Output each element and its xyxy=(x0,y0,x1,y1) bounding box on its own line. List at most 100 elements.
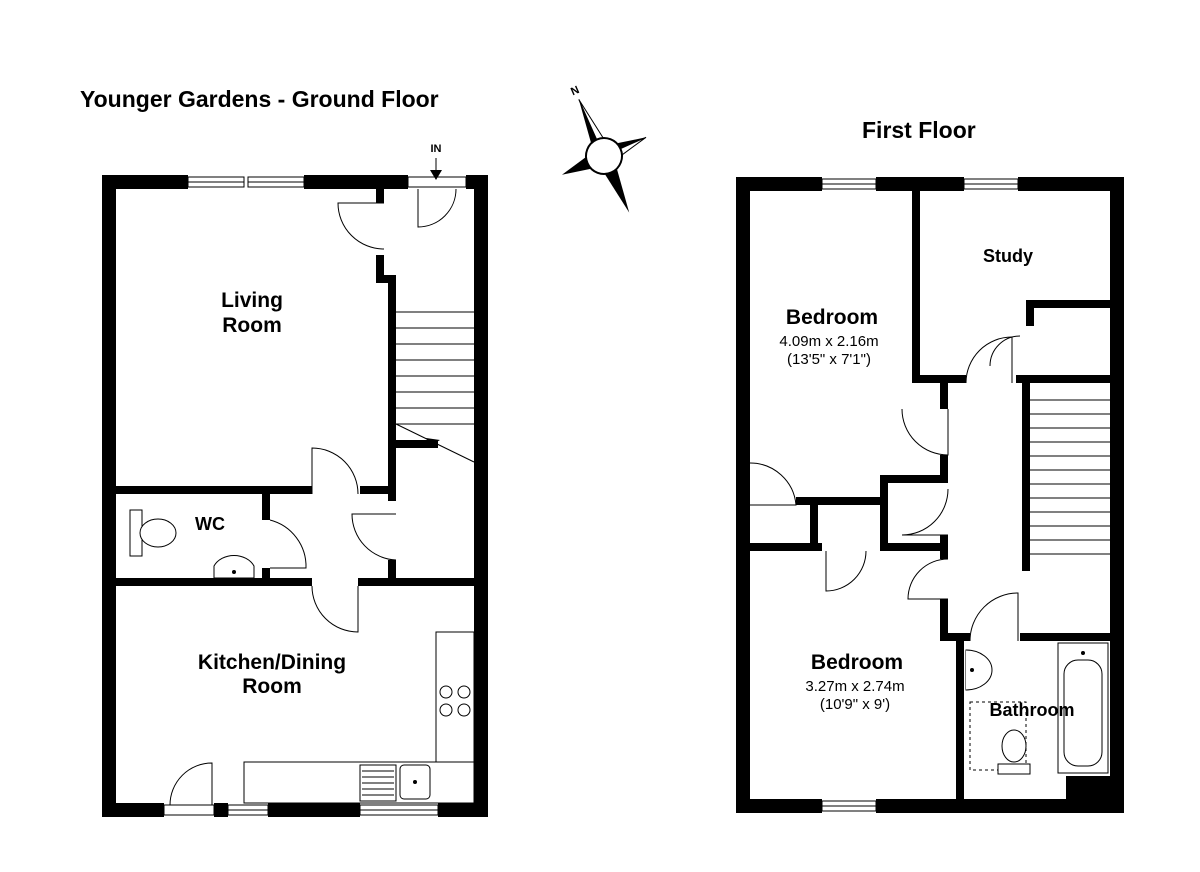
bedroom2-wardrobe-door-swing xyxy=(825,550,867,592)
wall xyxy=(940,599,948,639)
wc-door-swing xyxy=(269,519,307,569)
wall xyxy=(736,799,822,813)
first-floor-title: First Floor xyxy=(862,117,976,143)
entrance-label: IN xyxy=(431,143,442,155)
wall xyxy=(912,191,920,383)
staircase xyxy=(395,311,475,463)
living-room-label-line2: Room xyxy=(222,314,282,337)
wall xyxy=(360,486,396,494)
kitchen-door-swing xyxy=(311,585,359,633)
wall xyxy=(1026,300,1034,326)
wardrobe-door-swing xyxy=(749,462,797,506)
cupboard-door-swing xyxy=(989,335,1021,367)
toilet-icon xyxy=(139,518,177,548)
wall xyxy=(876,799,1066,813)
wall xyxy=(1020,633,1124,641)
front-door-swing xyxy=(417,188,457,228)
wall xyxy=(102,175,188,189)
ground-floor-title: Younger Gardens - Ground Floor xyxy=(80,86,439,112)
wall xyxy=(750,543,822,551)
wall xyxy=(880,475,948,483)
wall xyxy=(102,803,164,817)
entrance-arrow-icon xyxy=(430,170,442,180)
wall xyxy=(940,633,970,641)
compass-north-label: N xyxy=(569,84,581,98)
wall xyxy=(1026,300,1110,308)
kitchen-label-line2: Room xyxy=(242,675,302,698)
back-door-swing xyxy=(169,762,213,806)
wall xyxy=(262,494,270,520)
wall xyxy=(810,497,818,551)
wall xyxy=(940,455,948,483)
wall xyxy=(358,578,474,586)
wall xyxy=(474,175,488,817)
wall xyxy=(268,803,360,817)
wall xyxy=(736,177,750,813)
bedroom2-dim-metric: 3.27m x 2.74m xyxy=(805,678,904,695)
wall xyxy=(396,440,438,448)
wall xyxy=(880,475,888,551)
back-door-frame xyxy=(163,804,215,816)
bathroom-label: Bathroom xyxy=(990,700,1075,720)
wall xyxy=(876,177,964,191)
cupboard-door-swing xyxy=(351,513,397,561)
bathroom-door-swing xyxy=(969,592,1019,642)
wall xyxy=(438,803,488,817)
bedroom1-label: Bedroom xyxy=(786,306,878,329)
kitchen-counter xyxy=(243,761,475,804)
bedroom2-label: Bedroom xyxy=(811,651,903,674)
wall xyxy=(214,803,228,817)
cupboard-door-swing xyxy=(901,488,949,536)
hob-ring-icon xyxy=(457,685,471,699)
wall xyxy=(376,255,384,279)
wall xyxy=(1066,776,1124,813)
wall xyxy=(1016,375,1110,383)
bedroom2-door-swing xyxy=(907,558,949,600)
ground-floor-plan: Younger Gardens - Ground Floor IN xyxy=(80,86,488,817)
wall xyxy=(1110,177,1124,813)
wall xyxy=(376,189,384,203)
wall xyxy=(940,535,948,559)
wall xyxy=(912,375,966,383)
wall xyxy=(102,175,116,817)
study-label: Study xyxy=(983,246,1033,266)
wall xyxy=(736,177,822,191)
basin-outline xyxy=(965,649,993,691)
toilet-icon xyxy=(1001,729,1027,763)
living-door-swing xyxy=(311,447,359,495)
bedroom2-dim-imperial: (10'9" x 9') xyxy=(820,696,890,713)
study-door-swing xyxy=(965,336,1013,384)
bedroom1-dim-metric: 4.09m x 2.16m xyxy=(779,333,878,350)
kitchen-worktop xyxy=(435,631,475,763)
wc-label: WC xyxy=(195,514,225,534)
wall xyxy=(1022,383,1030,571)
hob-ring-icon xyxy=(439,703,453,717)
bedroom1-dim-imperial: (13'5" x 7'1") xyxy=(787,351,871,368)
wall xyxy=(304,175,408,189)
wall xyxy=(388,275,396,501)
bathtub-icon xyxy=(1063,659,1103,767)
hob-ring-icon xyxy=(439,685,453,699)
living-room-label-line1: Living xyxy=(221,289,283,312)
compass-icon: N xyxy=(561,84,647,213)
wall xyxy=(388,560,396,586)
staircase xyxy=(1030,399,1110,555)
bedroom1-door-swing xyxy=(901,408,949,456)
wall xyxy=(956,641,964,799)
wall xyxy=(880,543,948,551)
wall xyxy=(1018,177,1124,191)
front-door-frame xyxy=(407,176,467,188)
wc-basin-icon xyxy=(213,555,255,579)
wall xyxy=(116,578,312,586)
wall xyxy=(116,486,312,494)
hob-ring-icon xyxy=(457,703,471,717)
wall xyxy=(796,497,888,505)
wall xyxy=(376,275,396,283)
toilet-cistern xyxy=(997,763,1031,775)
wall xyxy=(940,383,948,409)
kitchen-label-line1: Kitchen/Dining xyxy=(198,651,346,674)
hall-door-swing xyxy=(337,202,385,250)
first-floor-plan: First Floor xyxy=(736,117,1124,813)
wall xyxy=(262,568,270,586)
